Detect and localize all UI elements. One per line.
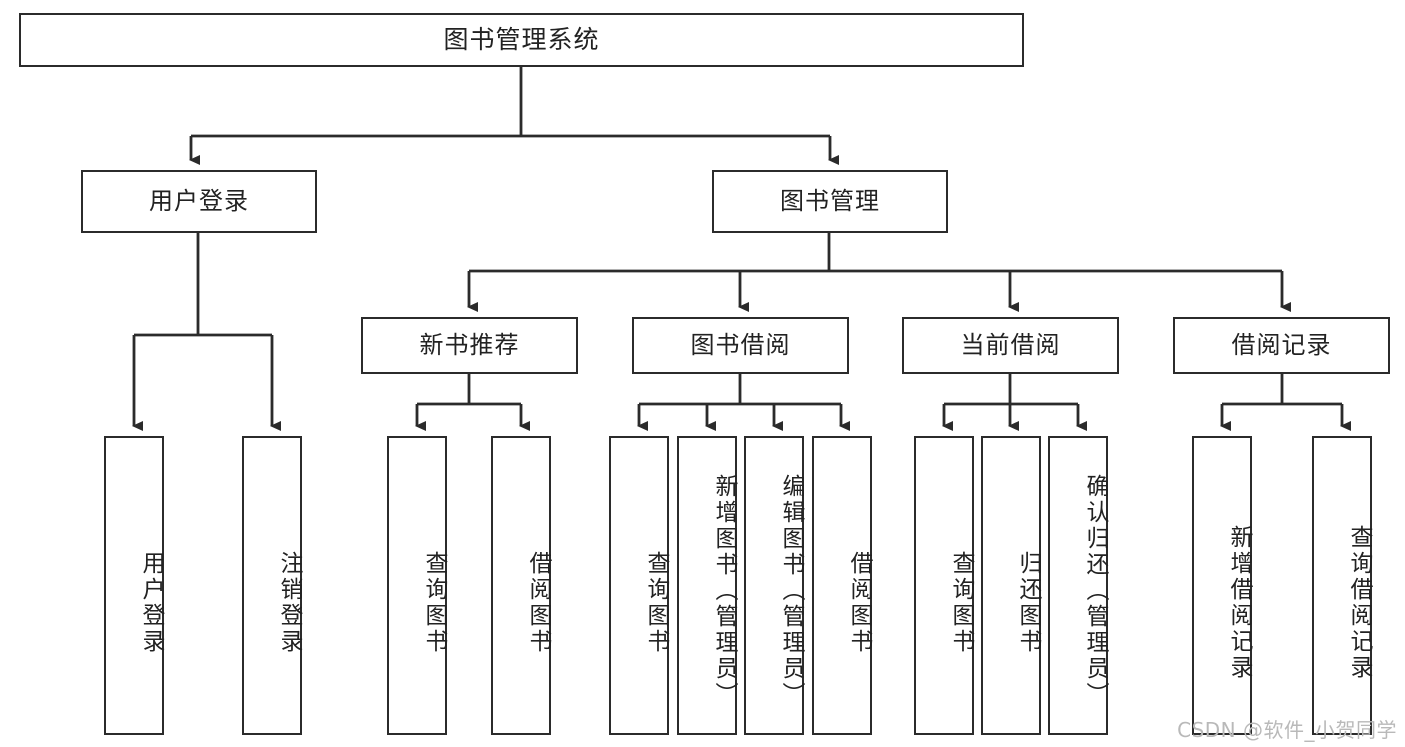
leaf-confirm-return-admin[interactable]: 确认归还（管理员） xyxy=(1048,436,1108,735)
leaf-borrow-book-recommendation[interactable]: 借阅图书 xyxy=(491,436,551,735)
leaf-add-book-admin[interactable]: 新增图书（管理员） xyxy=(677,436,737,735)
leaf-query-book-borrowing[interactable]: 查询图书 xyxy=(609,436,669,735)
leaf-user-login[interactable]: 用户登录 xyxy=(104,436,164,735)
node-current-borrowing[interactable]: 当前借阅 xyxy=(902,317,1119,374)
leaf-query-borrow-record[interactable]: 查询借阅记录 xyxy=(1312,436,1372,735)
leaf-query-book-current[interactable]: 查询图书 xyxy=(914,436,974,735)
node-root-system[interactable]: 图书管理系统 xyxy=(19,13,1024,67)
node-book-borrowing[interactable]: 图书借阅 xyxy=(632,317,849,374)
leaf-edit-book-admin[interactable]: 编辑图书（管理员） xyxy=(744,436,804,735)
leaf-query-book-recommendation[interactable]: 查询图书 xyxy=(387,436,447,735)
leaf-borrow-book-borrowing[interactable]: 借阅图书 xyxy=(812,436,872,735)
node-user-login[interactable]: 用户登录 xyxy=(81,170,317,233)
leaf-return-book[interactable]: 归还图书 xyxy=(981,436,1041,735)
node-borrowing-record[interactable]: 借阅记录 xyxy=(1173,317,1390,374)
leaf-logout[interactable]: 注销登录 xyxy=(242,436,302,735)
leaf-add-borrow-record[interactable]: 新增借阅记录 xyxy=(1192,436,1252,735)
node-new-book-recommendation[interactable]: 新书推荐 xyxy=(361,317,578,374)
csdn-watermark: CSDN @软件_小贺同学 xyxy=(1177,718,1397,742)
node-book-management[interactable]: 图书管理 xyxy=(712,170,948,233)
